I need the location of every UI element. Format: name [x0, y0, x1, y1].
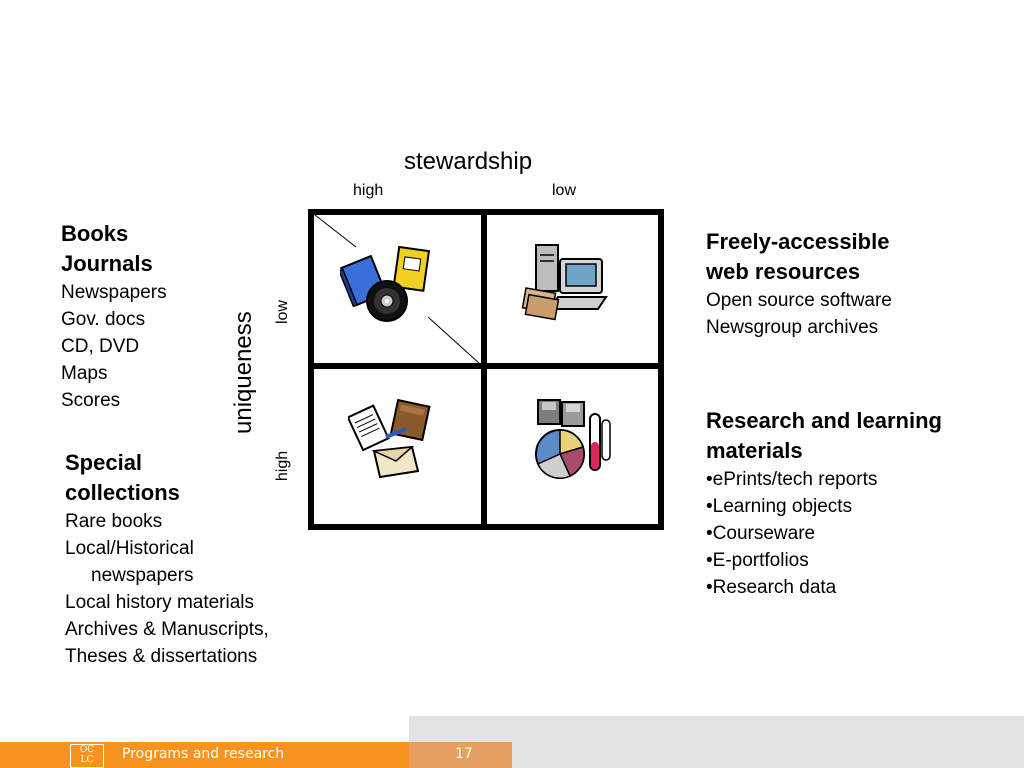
right-bottom-bold-1: Research and learning — [706, 408, 942, 433]
footer-bar — [0, 742, 409, 768]
left-bottom-bold-1: Special — [65, 450, 143, 475]
footer-title: Programs and research — [122, 746, 285, 762]
left-top-item: Newspapers — [61, 282, 167, 303]
documents-and-papers-icon — [348, 399, 431, 479]
left-bottom-group: Special collections Rare books Local/His… — [65, 448, 269, 670]
left-top-item: CD, DVD — [61, 336, 140, 357]
right-top-group: Freely-accessible web resources Open sou… — [706, 227, 892, 341]
y-tick-low: low — [274, 300, 291, 325]
left-bottom-bold-2: collections — [65, 480, 180, 505]
left-top-item: Maps — [61, 363, 108, 384]
computer-icon — [521, 244, 608, 321]
left-bottom-item: Archives & Manuscripts, — [65, 619, 269, 640]
left-bottom-item: Local history materials — [65, 592, 255, 613]
right-bottom-group: Research and learning materials •ePrints… — [706, 406, 942, 601]
y-tick-high: high — [274, 450, 291, 482]
left-top-group: Books Journals Newspapers Gov. docs CD, … — [61, 219, 167, 414]
x-tick-high: high — [353, 182, 384, 199]
right-bottom-item: •ePrints/tech reports — [706, 469, 878, 490]
left-bottom-item: Theses & dissertations — [65, 646, 258, 667]
left-top-item: Scores — [61, 390, 121, 411]
right-top-bold-2: web resources — [706, 259, 861, 284]
quadrant-grid — [308, 209, 664, 530]
data-and-research-icon — [535, 399, 611, 479]
left-top-bold-1: Books — [61, 221, 129, 246]
oclc-logo-top: OC — [79, 745, 95, 755]
left-top-item: Gov. docs — [61, 309, 146, 330]
footer-page-box — [409, 742, 512, 768]
left-bottom-item: Rare books — [65, 511, 163, 532]
right-bottom-item: •Research data — [706, 577, 837, 598]
right-bottom-item: •Courseware — [706, 523, 816, 544]
books-and-cd-icon — [340, 245, 431, 322]
left-bottom-item: Local/Historical — [65, 538, 194, 559]
x-axis-title: stewardship — [404, 148, 533, 175]
right-top-item: Newsgroup archives — [706, 317, 879, 338]
left-top-bold-2: Journals — [61, 251, 153, 276]
right-top-item: Open source software — [706, 290, 892, 311]
y-axis-title: uniqueness — [230, 311, 257, 434]
right-bottom-bold-2: materials — [706, 438, 803, 463]
oclc-logo-bottom: LC — [80, 755, 94, 765]
oclc-logo: OC LC — [70, 744, 104, 768]
right-bottom-item: •Learning objects — [706, 496, 853, 517]
right-top-bold-1: Freely-accessible — [706, 229, 890, 254]
page-number: 17 — [455, 746, 473, 762]
left-bottom-item: newspapers — [91, 565, 194, 586]
x-tick-low: low — [552, 182, 577, 199]
right-bottom-item: •E-portfolios — [706, 550, 809, 571]
